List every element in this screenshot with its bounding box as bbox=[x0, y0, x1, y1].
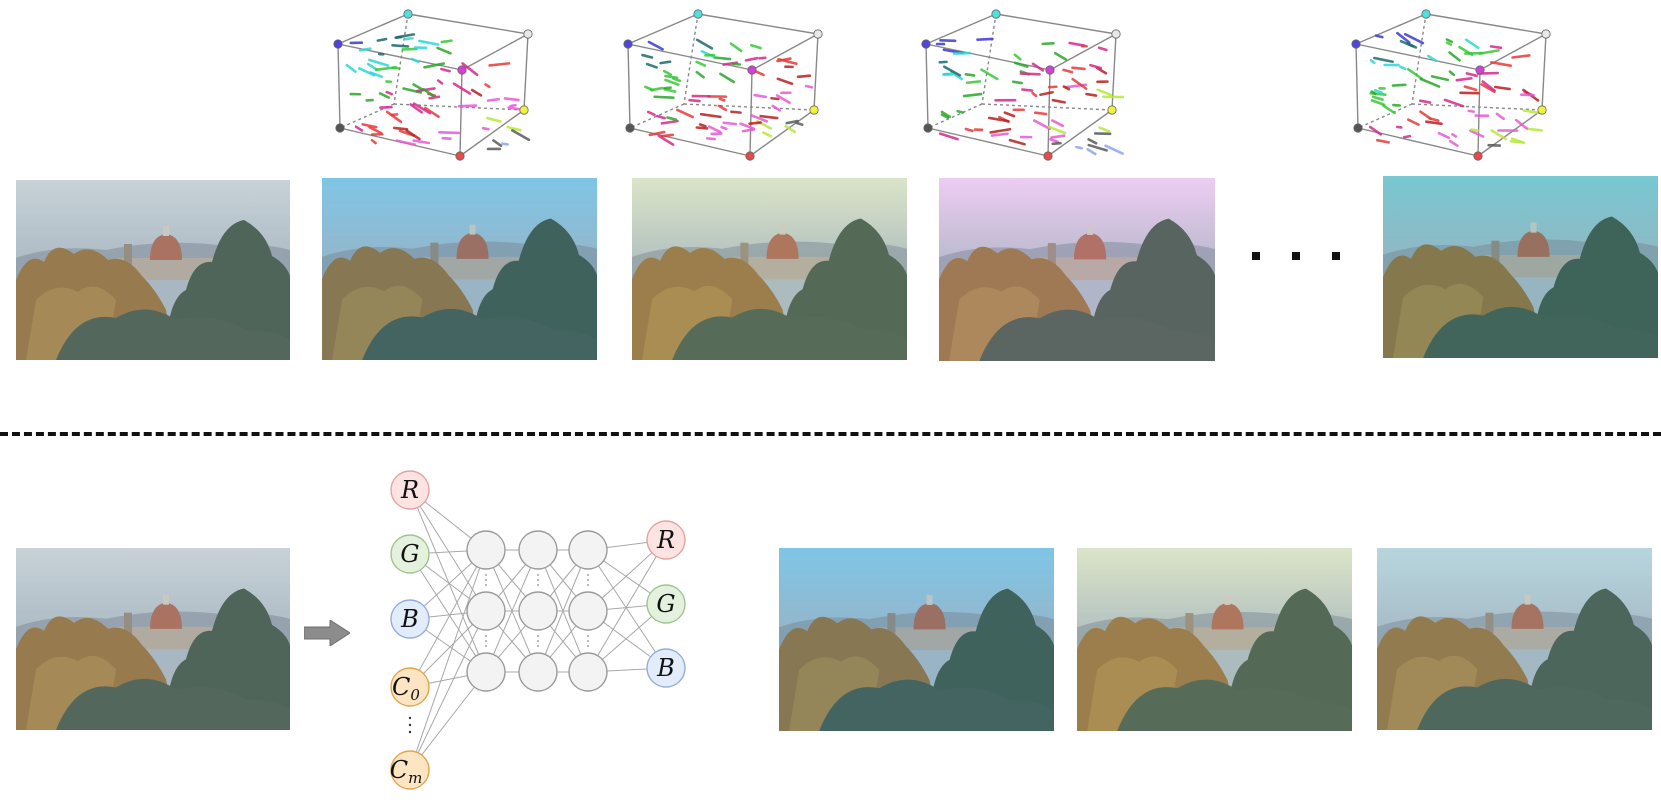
input-label-G: G bbox=[400, 540, 419, 568]
photo-output-3 bbox=[1377, 548, 1652, 730]
input-node-R bbox=[390, 470, 430, 510]
hidden-node-2-1 bbox=[568, 591, 608, 631]
photo-style-3 bbox=[939, 178, 1215, 361]
output-label-R: R bbox=[656, 526, 675, 554]
photo-style-2 bbox=[632, 178, 907, 360]
hidden-node-2-2 bbox=[568, 652, 608, 692]
color-transform-cube-2 bbox=[623, 9, 823, 161]
right-arrow-icon bbox=[304, 620, 350, 646]
output-label-B: B bbox=[656, 654, 675, 682]
output-node-B bbox=[646, 648, 686, 688]
condition-node-1 bbox=[390, 750, 430, 790]
hidden-node-1-0 bbox=[518, 530, 558, 570]
input-node-G bbox=[390, 534, 430, 574]
photo-style-1 bbox=[322, 178, 597, 360]
hidden-node-1-2 bbox=[518, 652, 558, 692]
photo-output-1 bbox=[779, 548, 1054, 731]
ellipsis-dots bbox=[1252, 252, 1342, 266]
hidden-node-0-0 bbox=[466, 530, 506, 570]
output-label-G: G bbox=[656, 590, 675, 618]
hidden-node-2-0 bbox=[568, 530, 608, 570]
input-label-B: B bbox=[400, 605, 419, 633]
section-divider bbox=[0, 432, 1661, 436]
color-transform-cube-1 bbox=[333, 9, 533, 161]
input-node-B bbox=[390, 599, 430, 639]
color-transform-cube-3 bbox=[921, 9, 1125, 161]
hidden-node-1-1 bbox=[518, 591, 558, 631]
photo-input bbox=[16, 548, 290, 730]
hidden-node-0-1 bbox=[466, 591, 506, 631]
condition-node-0 bbox=[390, 667, 430, 707]
output-node-R bbox=[646, 520, 686, 560]
photo-original bbox=[16, 180, 290, 360]
output-node-G bbox=[646, 584, 686, 624]
photo-style-n bbox=[1383, 176, 1658, 358]
hidden-node-0-2 bbox=[466, 652, 506, 692]
color-transform-cube-n bbox=[1351, 9, 1551, 161]
input-label-R: R bbox=[400, 476, 419, 504]
photo-output-2 bbox=[1077, 548, 1352, 731]
